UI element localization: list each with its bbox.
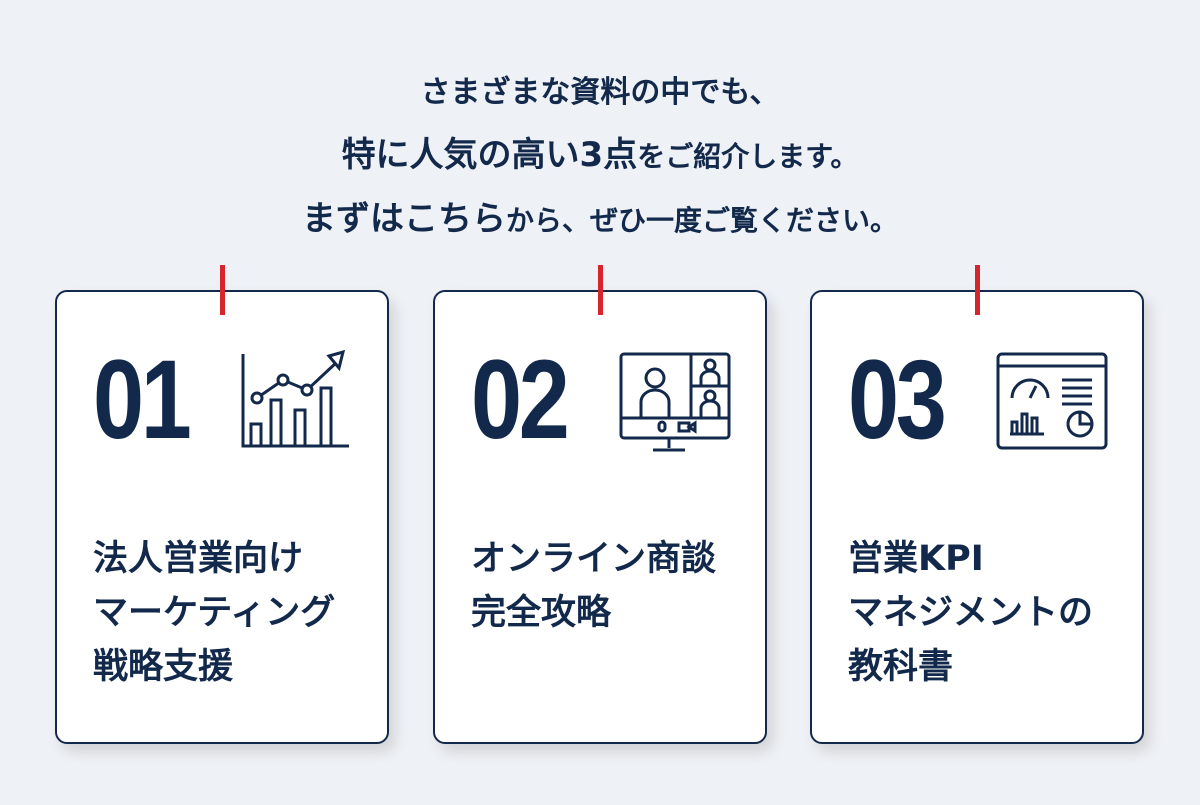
video-conference-icon <box>619 352 731 452</box>
heading-line-2: 特に人気の高い3点をご紹介します。 <box>0 124 1200 188</box>
document-card-03[interactable]: 03 営業KPI マネジメントの 教科書 <box>810 265 1144 744</box>
card-number: 02 <box>471 337 570 462</box>
heading-line-1: さまざまな資料の中でも、 <box>420 75 780 110</box>
heading-emphasis: まずはこちら <box>301 199 506 239</box>
dashboard-icon <box>996 352 1108 450</box>
document-card-02[interactable]: 02 オンライン商談 完全攻略 <box>433 265 767 744</box>
document-card-01[interactable]: 01 法人営業向け マーケティング 戦略支援 <box>55 265 389 744</box>
heading-text: から、ぜひ一度ご覧ください。 <box>505 204 898 237</box>
pin-marker <box>975 265 980 315</box>
heading-text: をご紹介します。 <box>637 140 859 173</box>
pin-marker <box>598 265 603 315</box>
heading-emphasis: 特に人気の高い3点 <box>341 135 638 175</box>
card-title: オンライン商談 完全攻略 <box>471 539 717 633</box>
intro-heading: さまざまな資料の中でも、 特に人気の高い3点をご紹介します。 まずはこちらから、… <box>0 62 1200 252</box>
card-number: 03 <box>848 337 947 462</box>
card-number: 01 <box>93 337 192 462</box>
card-title: 営業KPI マネジメントの 教科書 <box>848 539 1094 687</box>
growth-chart-icon <box>241 349 349 448</box>
heading-line-3: まずはこちらから、ぜひ一度ご覧ください。 <box>0 188 1200 252</box>
pin-marker <box>220 265 225 315</box>
card-title: 法人営業向け マーケティング 戦略支援 <box>93 539 336 687</box>
